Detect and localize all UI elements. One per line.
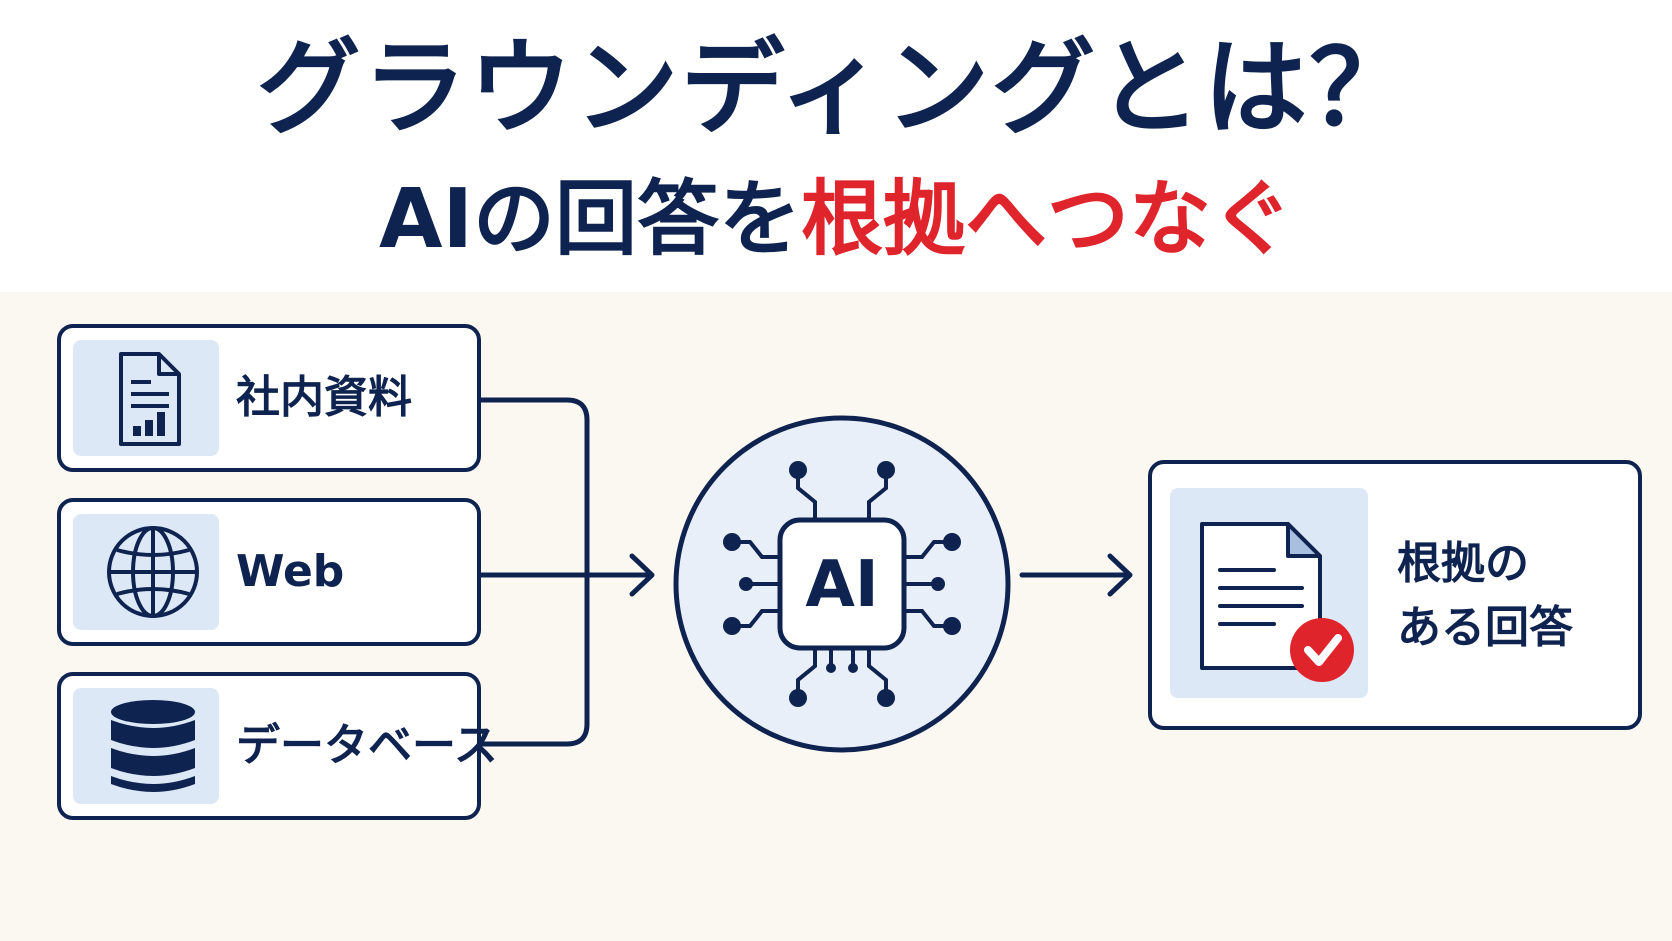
document-check-icon <box>1200 522 1354 682</box>
source-label: 社内資料 <box>236 372 412 423</box>
source-internal-docs: 社内資料 <box>57 324 481 472</box>
source-web: Web <box>57 498 481 646</box>
database-icon <box>111 700 195 792</box>
document-chart-icon <box>119 352 181 446</box>
diagram-canvas: 社内資料 Web <box>0 292 1672 941</box>
page-subtitle: AIの回答を根拠へつなぐ <box>0 170 1672 270</box>
connector-database <box>478 539 590 747</box>
flow-connectors <box>478 397 1133 747</box>
source-label: Web <box>236 546 345 597</box>
connector-internal-docs <box>478 397 590 545</box>
subtitle-part-evidence: 根拠へつなぐ <box>800 172 1293 267</box>
subtitle-part-ai-answer: AIの回答を <box>379 172 801 267</box>
arrow-head-to-result <box>1107 553 1133 597</box>
icon-tile <box>73 514 219 630</box>
ai-chip-icon <box>673 415 1011 753</box>
ai-label: AI <box>805 548 879 622</box>
arrow-head-to-ai <box>629 553 655 597</box>
result-label-line1: 根拠の <box>1397 538 1529 589</box>
source-database: データベース <box>57 672 498 820</box>
page-title: グラウンディングとは？ <box>256 27 1416 149</box>
source-label: データベース <box>236 720 498 771</box>
icon-tile <box>73 340 219 456</box>
icon-tile <box>73 688 219 804</box>
result-grounded-answer: 根拠の ある回答 <box>1148 460 1642 730</box>
result-label-line2: ある回答 <box>1397 602 1573 653</box>
header: グラウンディングとは？ AIの回答を根拠へつなぐ <box>0 0 1672 292</box>
icon-tile <box>1170 488 1368 698</box>
result-label: 根拠の ある回答 <box>1397 532 1637 660</box>
globe-icon <box>107 526 199 618</box>
